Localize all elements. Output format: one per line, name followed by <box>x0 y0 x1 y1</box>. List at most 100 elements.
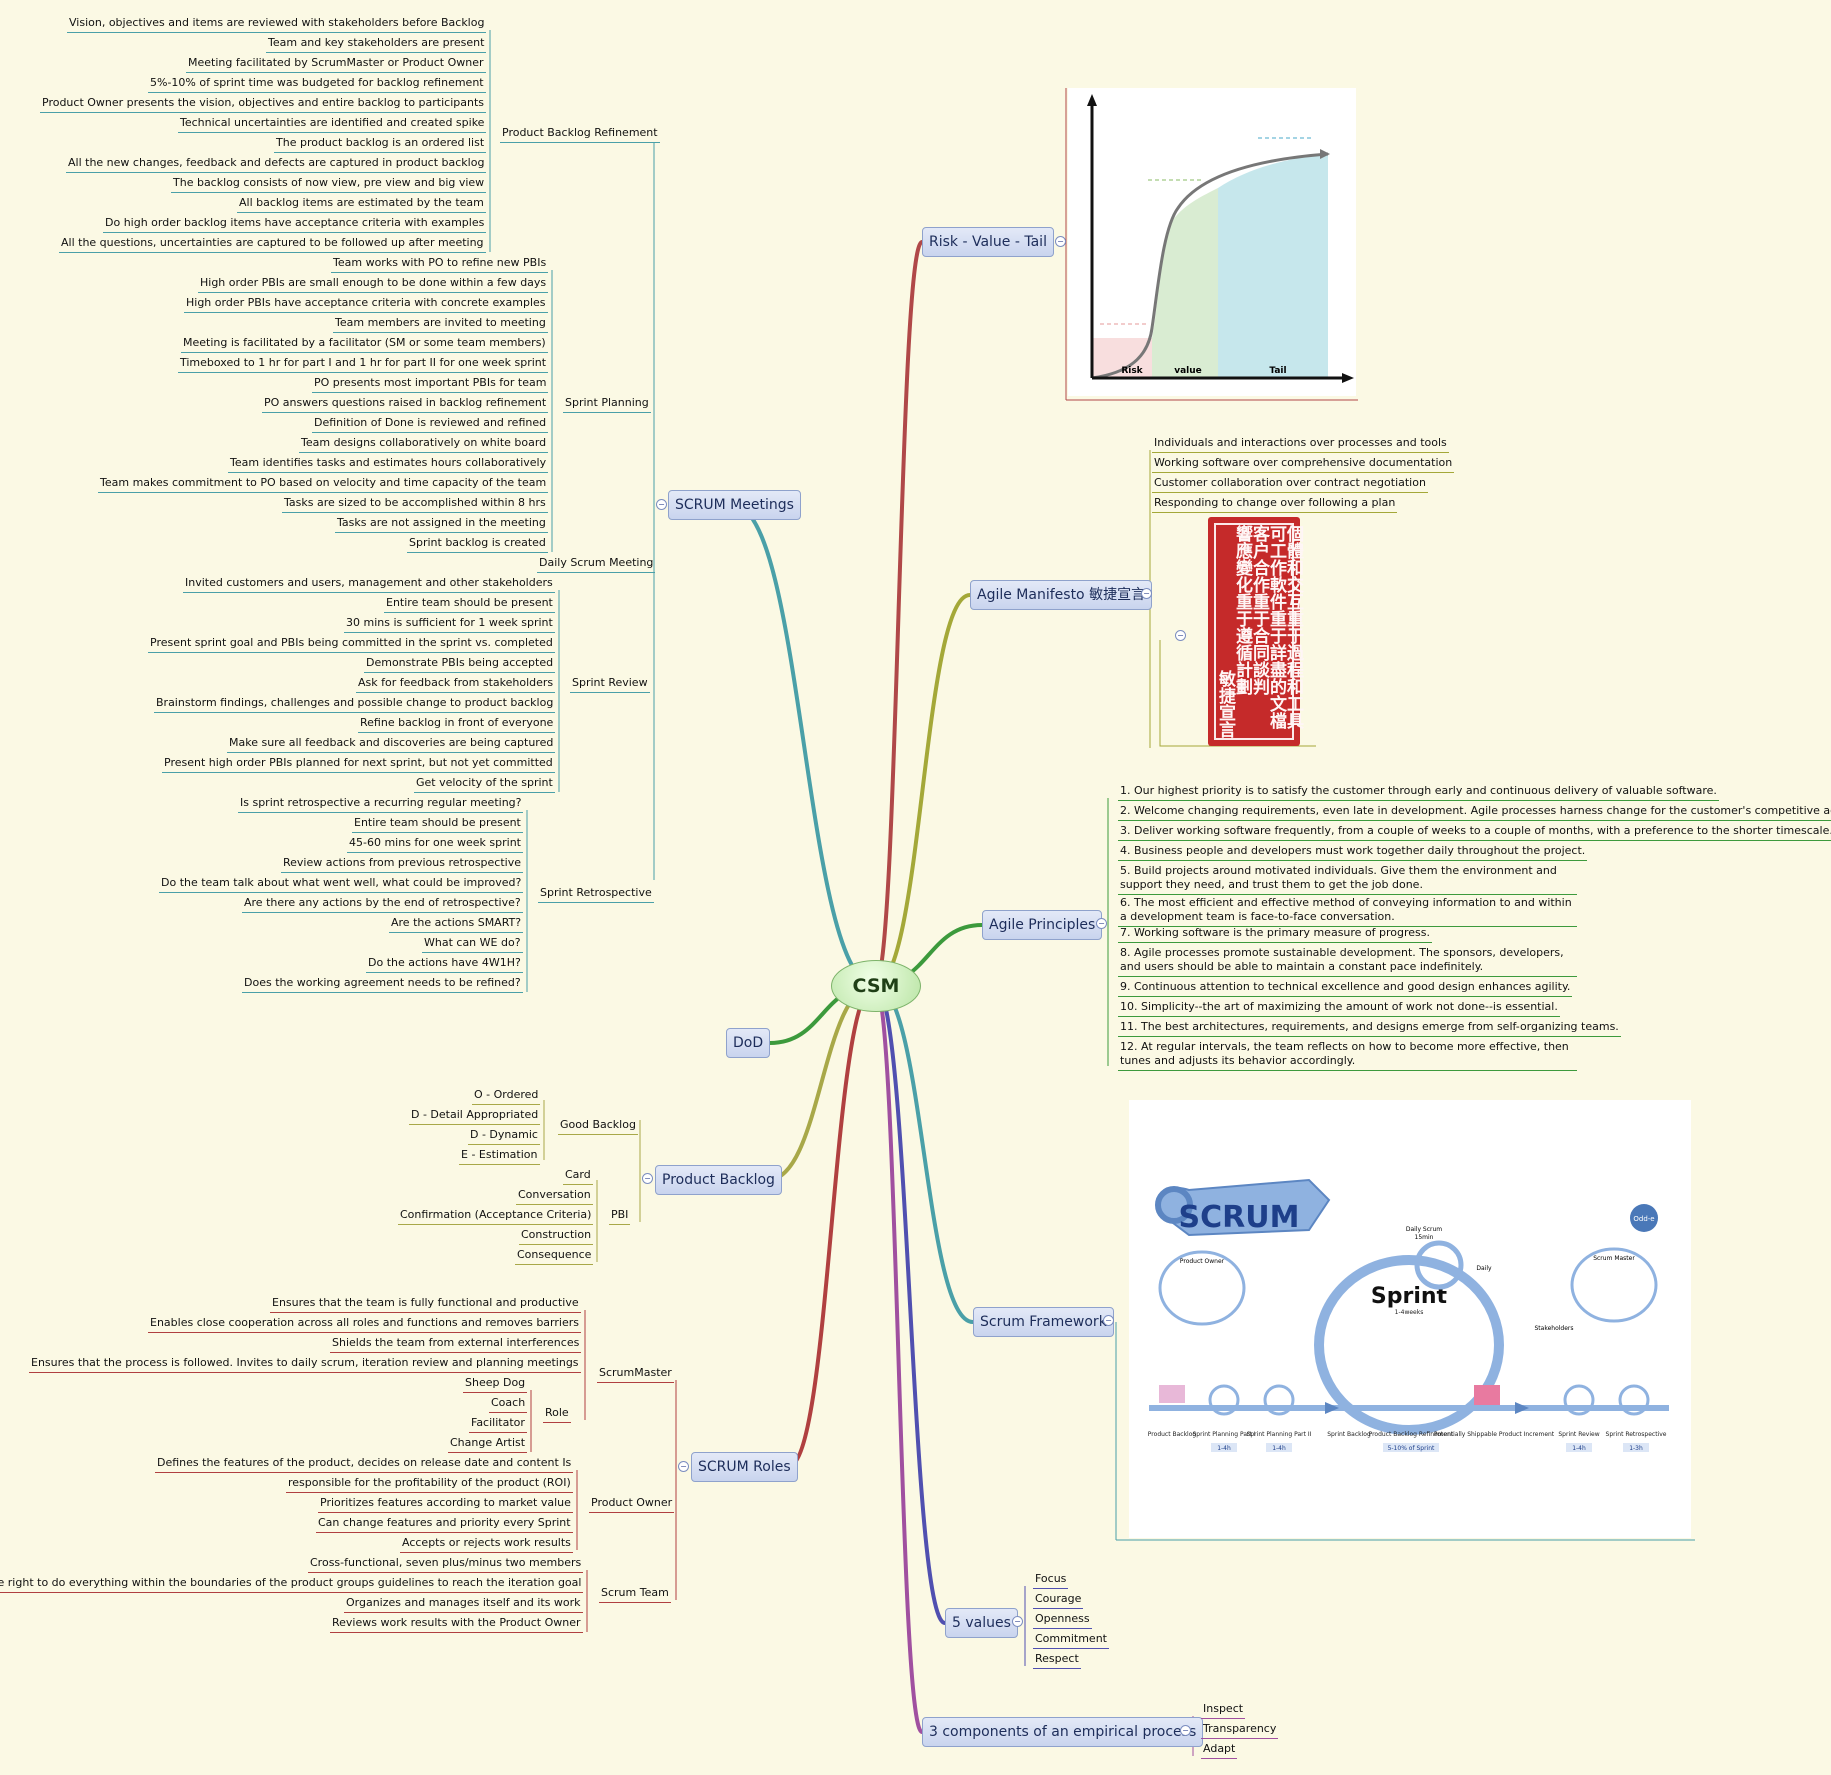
topic-item[interactable]: 4. Business people and developers must w… <box>1118 844 1588 861</box>
topic-item[interactable]: Individuals and interactions over proces… <box>1152 436 1449 453</box>
topic-item[interactable]: Refine backlog in front of everyone <box>358 716 556 733</box>
topic-agile-manifesto[interactable]: Agile Manifesto 敏捷宣言 <box>970 580 1153 610</box>
topic-item[interactable]: Ask for feedback from stakeholders <box>356 676 556 693</box>
topic-item[interactable]: D - Dynamic <box>468 1128 540 1145</box>
topic-item[interactable]: Organizes and manages itself and its wor… <box>344 1596 583 1613</box>
collapse-toggle-icon[interactable]: − <box>1175 630 1186 641</box>
topic-item[interactable]: Are the actions SMART? <box>389 916 524 933</box>
topic-item[interactable]: 2. Welcome changing requirements, even l… <box>1118 804 1831 821</box>
topic-item[interactable]: responsible for the profitability of the… <box>286 1476 573 1493</box>
topic-5-values[interactable]: 5 values <box>945 1608 1018 1638</box>
topic-item[interactable]: Sheep Dog <box>463 1376 528 1393</box>
topic-item[interactable]: High order PBIs have acceptance criteria… <box>184 296 548 313</box>
topic-item[interactable]: Timeboxed to 1 hr for part I and 1 hr fo… <box>178 356 549 373</box>
topic-item[interactable]: D - Detail Appropriated <box>409 1108 541 1125</box>
topic-item[interactable]: Consequence <box>515 1248 594 1265</box>
collapse-toggle-icon[interactable]: − <box>1096 918 1107 929</box>
topic-item[interactable]: Team designs collaboratively on white bo… <box>299 436 549 453</box>
topic-item[interactable]: Respect <box>1033 1652 1081 1669</box>
topic-item[interactable]: Do high order backlog items have accepta… <box>103 216 487 233</box>
topic-item[interactable]: PO presents most important PBIs for team <box>312 376 549 393</box>
subtopic[interactable]: Daily Scrum Meeting <box>537 556 656 573</box>
topic-item[interactable]: The product backlog is an ordered list <box>274 136 487 153</box>
topic-item[interactable]: Are there any actions by the end of retr… <box>242 896 523 913</box>
topic-item[interactable]: Invited customers and users, management … <box>183 576 555 593</box>
topic-item[interactable]: Ensures that the process is followed. In… <box>29 1356 581 1373</box>
topic-risk-value-tail[interactable]: Risk - Value - Tail <box>922 227 1054 257</box>
topic-item[interactable]: All the new changes, feedback and defect… <box>66 156 487 173</box>
subtopic[interactable]: Sprint Retrospective <box>538 886 654 903</box>
topic-item[interactable]: Shields the team from external interfere… <box>330 1336 582 1353</box>
topic-item[interactable]: Coach <box>489 1396 528 1413</box>
subtopic[interactable]: ScrumMaster <box>597 1366 674 1383</box>
collapse-toggle-icon[interactable]: − <box>656 499 667 510</box>
subtopic[interactable]: Sprint Review <box>570 676 650 693</box>
topic-item[interactable]: Construction <box>519 1228 594 1245</box>
subtopic[interactable]: Scrum Team <box>599 1586 671 1603</box>
topic-item[interactable]: Card <box>563 1168 593 1185</box>
topic-item[interactable]: Do the team talk about what went well, w… <box>159 876 524 893</box>
topic-item[interactable]: Ensures that the team is fully functiona… <box>270 1296 581 1313</box>
collapse-toggle-icon[interactable]: − <box>1103 1315 1114 1326</box>
topic-item[interactable]: High order PBIs are small enough to be d… <box>198 276 549 293</box>
central-topic[interactable]: CSM <box>831 960 921 1012</box>
topic-item[interactable]: Transparency <box>1201 1722 1279 1739</box>
topic-item[interactable]: Tasks are sized to be accomplished withi… <box>282 496 548 513</box>
topic-item[interactable]: Meeting is facilitated by a facilitator … <box>181 336 548 353</box>
topic-item[interactable]: Team works with PO to refine new PBIs <box>331 256 549 273</box>
topic-item[interactable]: 1. Our highest priority is to satisfy th… <box>1118 784 1719 801</box>
topic-item[interactable]: 12. At regular intervals, the team refle… <box>1118 1040 1577 1071</box>
topic-item[interactable]: 3. Deliver working software frequently, … <box>1118 824 1831 841</box>
topic-item[interactable]: Courage <box>1033 1592 1084 1609</box>
topic-item[interactable]: Working software over comprehensive docu… <box>1152 456 1455 473</box>
topic-item[interactable]: Reviews work results with the Product Ow… <box>330 1616 583 1633</box>
topic-item[interactable]: Present sprint goal and PBIs being commi… <box>148 636 555 653</box>
topic-product-backlog[interactable]: Product Backlog <box>655 1165 782 1195</box>
topic-item[interactable]: Confirmation (Acceptance Criteria) <box>398 1208 594 1225</box>
topic-item[interactable]: Demonstrate PBIs being accepted <box>364 656 556 673</box>
topic-item[interactable]: 10. Simplicity--the art of maximizing th… <box>1118 1000 1560 1017</box>
collapse-toggle-icon[interactable]: − <box>642 1173 653 1184</box>
topic-item[interactable]: Get velocity of the sprint <box>414 776 555 793</box>
topic-item[interactable]: Enables close cooperation across all rol… <box>148 1316 581 1333</box>
topic-item[interactable]: Focus <box>1033 1572 1069 1589</box>
topic-item[interactable]: Inspect <box>1201 1702 1246 1719</box>
topic-item[interactable]: Facilitator <box>469 1416 527 1433</box>
topic-item[interactable]: Conversation <box>516 1188 593 1205</box>
topic-item[interactable]: Responding to change over following a pl… <box>1152 496 1398 513</box>
topic-item[interactable]: Do the actions have 4W1H? <box>366 956 523 973</box>
topic-item[interactable]: Defines the features of the product, dec… <box>155 1456 574 1473</box>
topic-item[interactable]: Vision, objectives and items are reviewe… <box>67 16 487 33</box>
collapse-toggle-icon[interactable]: − <box>1055 236 1066 247</box>
topic-dod[interactable]: DoD <box>726 1028 771 1058</box>
topic-item[interactable]: Prioritizes features according to market… <box>318 1496 573 1513</box>
topic-scrum-framework[interactable]: Scrum Framework <box>973 1307 1114 1337</box>
topic-item[interactable]: 7. Working software is the primary measu… <box>1118 926 1433 943</box>
topic-item[interactable]: Sprint backlog is created <box>407 536 548 553</box>
subtopic[interactable]: Good Backlog <box>558 1118 638 1135</box>
topic-item[interactable]: 5%-10% of sprint time was budgeted for b… <box>148 76 486 93</box>
subtopic[interactable]: PBI <box>609 1208 631 1225</box>
topic-item[interactable]: Meeting facilitated by ScrumMaster or Pr… <box>186 56 486 73</box>
topic-item[interactable]: Cross-functional, seven plus/minus two m… <box>308 1556 584 1573</box>
topic-agile-principles[interactable]: Agile Principles <box>982 910 1103 940</box>
collapse-toggle-icon[interactable]: − <box>1012 1616 1023 1627</box>
topic-scrum-meetings[interactable]: SCRUM Meetings <box>668 490 801 520</box>
topic-item[interactable]: PO answers questions raised in backlog r… <box>262 396 549 413</box>
topic-empirical-process[interactable]: 3 components of an empirical process <box>922 1717 1204 1747</box>
topic-item[interactable]: Adapt <box>1201 1742 1238 1759</box>
topic-item[interactable]: Brainstorm findings, challenges and poss… <box>154 696 556 713</box>
topic-item[interactable]: 8. Agile processes promote sustainable d… <box>1118 946 1577 977</box>
topic-item[interactable]: Review actions from previous retrospecti… <box>281 856 523 873</box>
topic-item[interactable]: Change Artist <box>448 1436 528 1453</box>
topic-item[interactable]: Entire team should be present <box>384 596 555 613</box>
topic-item[interactable]: 6. The most efficient and effective meth… <box>1118 896 1577 927</box>
topic-item[interactable]: Product Owner presents the vision, objec… <box>40 96 487 113</box>
topic-item[interactable]: 11. The best architectures, requirements… <box>1118 1020 1621 1037</box>
topic-item[interactable]: Customer collaboration over contract neg… <box>1152 476 1428 493</box>
topic-item[interactable]: Has the right to do everything within th… <box>0 1576 584 1593</box>
topic-item[interactable]: Team members are invited to meeting <box>333 316 548 333</box>
topic-item[interactable]: O - Ordered <box>472 1088 541 1105</box>
topic-item[interactable]: Team makes commitment to PO based on vel… <box>98 476 549 493</box>
subtopic[interactable]: Product Owner <box>589 1496 675 1513</box>
